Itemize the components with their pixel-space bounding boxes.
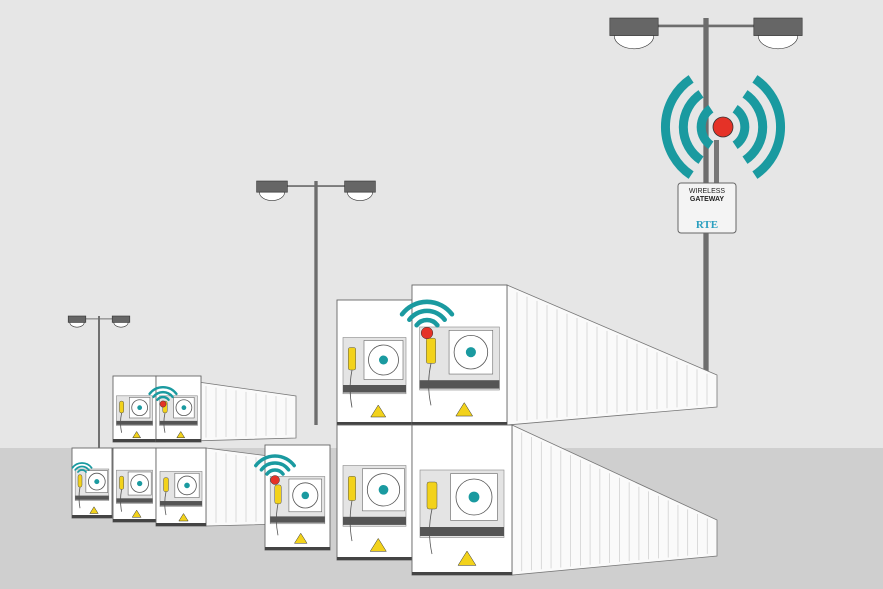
- warning-triangle-icon: [293, 532, 308, 544]
- warning-triangle-icon: [457, 550, 477, 566]
- sensor-device-icon: [77, 474, 83, 509]
- shipping-container-icon: [155, 375, 202, 443]
- warning-triangle-icon: [178, 513, 189, 522]
- gateway-label-line1: WIRELESS: [689, 188, 726, 195]
- shipping-container-icon: [336, 424, 413, 561]
- beacon-light: [712, 116, 734, 138]
- wifi-signal-icon: [254, 454, 296, 485]
- wireless-gateway: WIRELESS GATEWAY RTE: [677, 140, 737, 234]
- beacon-light: [159, 400, 167, 408]
- sensor-device-icon: [274, 484, 282, 536]
- beacon-light: [270, 475, 280, 485]
- warning-triangle-icon: [89, 506, 99, 514]
- wifi-signal-icon: [399, 299, 455, 340]
- shipping-container-icon: [336, 299, 413, 426]
- shipping-container-icon: [411, 284, 718, 426]
- shipping-container-icon: [411, 424, 718, 576]
- warning-triangle-icon: [132, 430, 142, 439]
- shipping-container-icon: [71, 447, 113, 519]
- street-lamp-icon: [67, 315, 131, 460]
- warning-triangle-icon: [369, 537, 387, 552]
- sensor-device-icon: [119, 400, 124, 433]
- street-lamp-icon: [256, 180, 376, 425]
- sensor-device-icon: [426, 337, 436, 406]
- sensor-device-icon: [348, 476, 356, 542]
- beacon-light: [420, 326, 434, 340]
- warning-triangle-icon: [455, 402, 474, 417]
- wifi-signal-icon: [148, 385, 178, 408]
- shipping-container-icon: [112, 447, 157, 523]
- sensor-device-icon: [119, 475, 124, 512]
- sensor-device-icon: [163, 477, 169, 516]
- shipping-container-icon: [264, 444, 331, 551]
- warning-triangle-icon: [370, 404, 387, 418]
- sensor-device-icon: [348, 347, 356, 408]
- warning-triangle-icon: [131, 509, 142, 518]
- sensor-device-icon: [426, 481, 438, 555]
- wifi-signal-icon: [71, 462, 93, 473]
- warning-triangle-icon: [176, 430, 186, 439]
- wifi-signal-icon: [660, 75, 786, 179]
- gateway-brand-logo: RTE: [696, 219, 718, 231]
- gateway-label-line2: GATEWAY: [690, 196, 725, 203]
